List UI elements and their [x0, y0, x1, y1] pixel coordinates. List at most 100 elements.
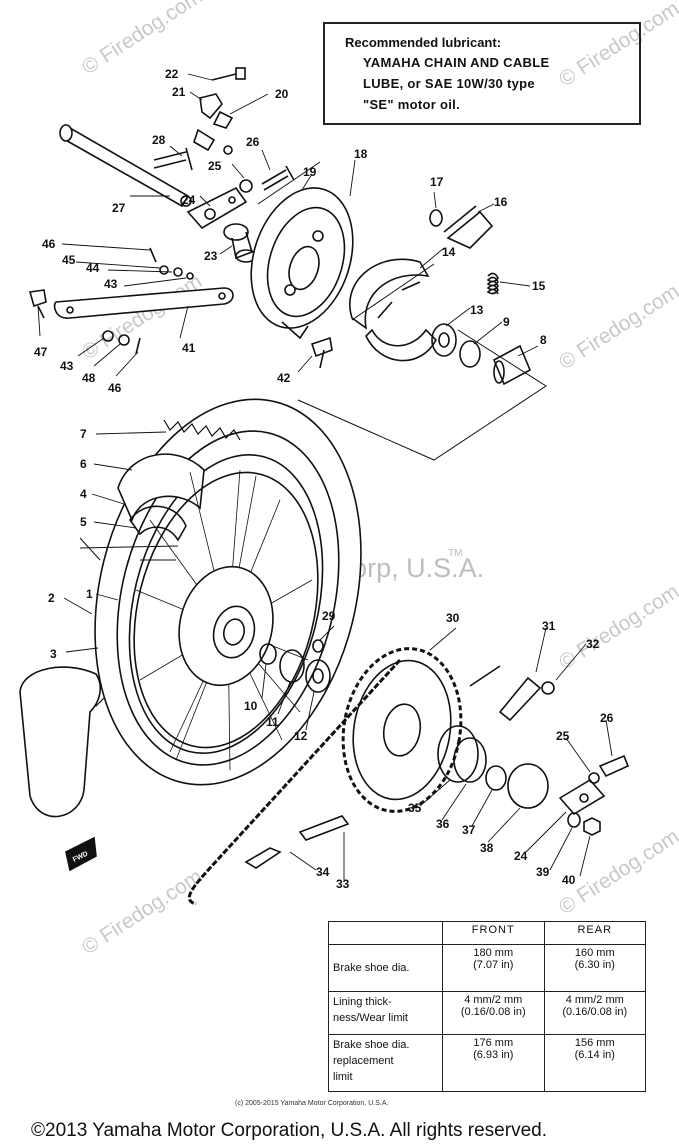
front-value: 4 mm/2 mm(0.16/0.08 in) [442, 991, 545, 1035]
callout-42: 42 [277, 371, 291, 385]
callout-41: 41 [182, 341, 196, 355]
nut-25-right [588, 772, 600, 784]
bearing-37 [485, 765, 507, 791]
callout-24b: 24 [514, 849, 528, 863]
callout-44: 44 [86, 261, 100, 275]
chain-joint [244, 815, 350, 869]
collar-23 [223, 223, 257, 263]
callout-16: 16 [494, 195, 508, 209]
callout-8: 8 [540, 333, 547, 347]
lubricant-note-line: "SE" motor oil. [363, 97, 460, 112]
callout-37: 37 [462, 823, 476, 837]
nut-25-top [239, 179, 253, 193]
row-label: Brake shoe dia. replacement limit [328, 1034, 443, 1092]
rear-value: 156 mm(6.14 in) [543, 1034, 646, 1092]
callout-2: 2 [48, 591, 55, 605]
rear-value: 4 mm/2 mm(0.16/0.08 in) [543, 991, 646, 1035]
row-label: Lining thick- ness/Wear limit [328, 991, 443, 1035]
callout-17: 17 [430, 175, 444, 189]
callout-18: 18 [354, 147, 368, 161]
callout-40: 40 [562, 873, 576, 887]
rim [133, 471, 319, 749]
lock-washer-31 [498, 676, 542, 722]
callout-43b: 43 [60, 359, 74, 373]
adjuster-bolts [193, 67, 246, 155]
callout-33: 33 [336, 877, 350, 891]
rear-sprocket [341, 647, 463, 813]
callout-3: 3 [50, 647, 57, 661]
lubricant-note: Recommended lubricant: YAMAHA CHAIN AND … [323, 22, 641, 125]
table-row: Brake shoe dia. 180 mm(7.07 in) 160 mm(6… [328, 944, 646, 992]
copyright-small: (c) 2005-2015 Yamaha Motor Corporation, … [235, 1100, 389, 1107]
row-label: Brake shoe dia. [328, 944, 443, 992]
table-header-rear: REAR [543, 921, 646, 945]
collar-8 [492, 344, 532, 386]
table-row: Lining thick- ness/Wear limit 4 mm/2 mm(… [328, 991, 646, 1035]
brake-spec-table: FRONT REAR Brake shoe dia. 180 mm(7.07 i… [328, 921, 646, 1092]
nut-32 [541, 681, 555, 695]
callout-14: 14 [442, 245, 456, 259]
copyright-footer: ©2013 Yamaha Motor Corporation, U.S.A. A… [31, 1120, 547, 1141]
bearing-12 [305, 659, 331, 693]
callout-30: 30 [446, 611, 460, 625]
bolt-26-top [261, 165, 295, 191]
brake-shoe-plate [250, 187, 354, 340]
circlip-36 [453, 737, 487, 783]
callout-26: 26 [246, 135, 260, 149]
washer-39 [567, 812, 581, 828]
washer-17 [429, 209, 443, 227]
callout-27: 27 [112, 201, 126, 215]
callout-23: 23 [204, 249, 218, 263]
bolt-28 [153, 147, 193, 171]
bolt-42 [310, 336, 333, 369]
bolt-47 [28, 289, 47, 319]
lubricant-note-title: Recommended lubricant: [345, 35, 502, 50]
callout-46: 46 [42, 237, 56, 251]
spring-15 [486, 272, 499, 295]
spacer-38 [507, 763, 549, 809]
callout-35: 35 [408, 801, 422, 815]
callout-25b: 25 [556, 729, 570, 743]
table-header-blank [328, 921, 443, 945]
callout-29: 29 [322, 609, 336, 623]
front-value: 176 mm(6.93 in) [442, 1034, 545, 1092]
callout-12: 12 [294, 729, 308, 743]
rear-value: 160 mm(6.30 in) [543, 944, 646, 992]
callout-36: 36 [436, 817, 450, 831]
callout-15: 15 [532, 279, 546, 293]
table-header-front: FRONT [442, 921, 545, 945]
rim-band [129, 505, 187, 542]
callout-24: 24 [182, 193, 196, 207]
callout-43: 43 [104, 277, 118, 291]
inner-tube [117, 453, 205, 523]
callout-5: 5 [80, 515, 87, 529]
spacer-10 [259, 643, 277, 665]
lubricant-note-line: LUBE, or SAE 10W/30 type [363, 76, 535, 91]
callouts: 22 21 20 28 26 25 27 18 19 17 16 24 23 1… [34, 67, 614, 891]
circlip-29 [312, 639, 324, 653]
axle-nut-40 [583, 817, 601, 836]
table-header-row: FRONT REAR [328, 921, 646, 945]
rear-hub [178, 565, 274, 687]
callout-31: 31 [542, 619, 556, 633]
fwd-arrow-icon [65, 836, 97, 872]
callout-6: 6 [80, 457, 87, 471]
lubricant-note-line: YAMAHA CHAIN AND CABLE [363, 55, 550, 70]
callout-32: 32 [586, 637, 600, 651]
callout-21: 21 [172, 85, 186, 99]
callout-46b: 46 [108, 381, 122, 395]
callout-45: 45 [62, 253, 76, 267]
callout-9: 9 [503, 315, 510, 329]
table-row: Brake shoe dia. replacement limit 176 mm… [328, 1034, 646, 1092]
callout-25: 25 [208, 159, 222, 173]
callout-7: 7 [80, 427, 87, 441]
callout-34: 34 [316, 865, 330, 879]
brake-cam [443, 205, 494, 249]
callout-22: 22 [165, 67, 179, 81]
drive-chain [187, 658, 402, 906]
callout-38: 38 [480, 841, 494, 855]
tire-section [19, 666, 102, 818]
callout-10: 10 [244, 699, 258, 713]
callout-26b: 26 [600, 711, 614, 725]
